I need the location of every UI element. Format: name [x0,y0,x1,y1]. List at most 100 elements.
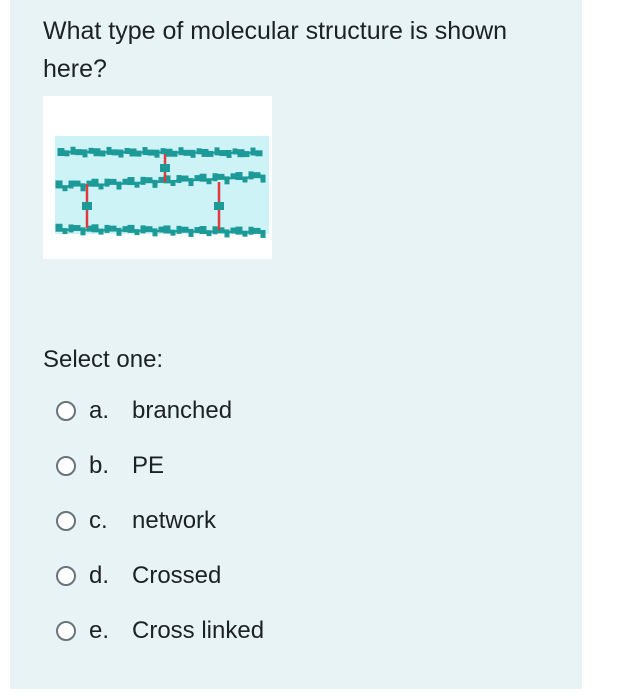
select-one-label: Select one: [43,346,164,373]
monomer-unit [80,227,86,236]
monomer-unit [242,176,248,183]
monomer-unit [160,148,166,155]
monomer-unit [232,148,238,155]
monomer-unit [188,228,194,237]
monomer-unit [73,225,81,232]
monomer-unit [98,228,104,235]
monomer-unit [178,147,184,156]
crosslinked-polymer-diagram [55,136,269,238]
monomer-unit [122,226,128,233]
option-text: PE [132,451,165,479]
option-letter: a. [89,396,110,424]
monomer-unit [260,229,266,238]
monomer-unit [93,148,101,157]
monomer-unit [158,226,164,233]
option-d[interactable]: d. Crossed [56,548,536,603]
monomer-unit [206,178,212,185]
monomer-unit [104,224,110,233]
option-text: network [132,506,217,534]
monomer-unit [91,178,99,187]
option-e[interactable]: e. Cross linked [56,603,536,658]
monomer-unit [230,227,236,234]
monomer-unit [140,225,146,234]
monomer-unit [260,174,266,183]
radio-button[interactable] [56,620,76,641]
monomer-unit [62,228,68,235]
monomer-unit [127,177,135,186]
monomer-unit [172,150,178,157]
monomer-unit [145,226,153,233]
monomer-unit [98,183,104,190]
monomer-unit [106,146,112,155]
monomer-unit [88,147,94,154]
monomer-unit [244,151,250,158]
monomer-unit [248,226,254,235]
radio-button[interactable] [56,565,76,586]
monomer-unit [75,149,83,156]
option-letter: b. [89,451,110,479]
question-card: What type of molecular structure is show… [10,0,582,689]
monomer-unit [224,229,230,238]
question-text: What type of molecular structure is show… [43,17,508,83]
monomer-unit [253,172,261,179]
monomer-unit [230,173,236,180]
monomer-unit [224,176,230,185]
monomer-unit [147,149,155,156]
monomer-unit [190,149,196,158]
monomer-unit [199,226,207,235]
monomer-unit [226,149,232,158]
option-b[interactable]: b. PE [56,438,536,493]
monomer-unit [208,150,214,157]
monomer-unit [104,178,110,187]
monomer-unit [212,226,218,235]
molecular-structure-image [43,96,272,259]
option-letter: d. [89,561,110,589]
monomer-unit [118,149,124,158]
monomer-unit [237,149,245,158]
monomer-unit [152,179,158,188]
monomer-unit [188,178,194,187]
monomer-unit [181,226,189,233]
monomer-unit [116,181,122,190]
monomer-unit [91,224,99,233]
monomer-unit [219,150,227,157]
monomer-unit [248,171,254,180]
monomer-unit [255,150,263,157]
monomer-unit [183,149,191,156]
monomer-unit [82,149,88,158]
crosslink-unit [160,164,170,172]
monomer-unit [55,223,63,232]
monomer-unit [62,185,68,192]
monomer-unit [129,148,137,157]
option-letter: c. [89,506,108,534]
monomer-unit [116,227,122,236]
monomer-unit [80,183,86,192]
answer-options: a. branched b. PE c. network d. Crossed … [56,383,536,658]
radio-button[interactable] [56,510,76,531]
monomer-unit [142,147,148,156]
crosslink-unit [82,202,92,210]
monomer-unit [86,225,92,232]
monomer-unit [134,181,140,188]
monomer-unit [176,175,182,184]
option-a[interactable]: a. branched [56,383,536,438]
monomer-unit [55,180,63,189]
monomer-unit [158,176,164,183]
monomer-unit [235,172,243,181]
polymer-chains [55,146,266,238]
radio-button[interactable] [56,400,76,421]
option-c[interactable]: c. network [56,493,536,548]
monomer-unit [176,225,182,234]
monomer-unit [199,173,207,182]
monomer-unit [194,175,200,182]
monomer-unit [109,178,117,185]
option-text: Crossed [132,561,222,589]
monomer-unit [145,177,153,184]
monomer-unit [201,148,209,157]
monomer-unit [217,227,225,234]
radio-button[interactable] [56,455,76,476]
crosslinks [82,154,224,230]
monomer-unit [111,149,119,156]
monomer-unit [250,147,256,156]
monomer-unit [163,225,171,234]
